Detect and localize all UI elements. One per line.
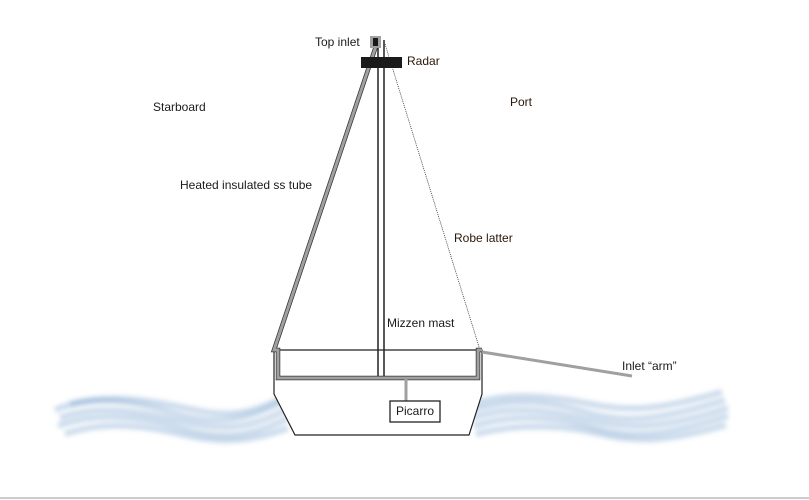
robe-latter-label: Robe latter xyxy=(454,231,513,245)
water-right xyxy=(471,389,729,443)
picarro-box xyxy=(389,400,441,423)
mizzen-mast-label: Mizzen mast xyxy=(387,316,455,330)
water-left xyxy=(53,392,290,444)
inlet-arm-label: Inlet “arm” xyxy=(622,359,677,373)
picarro-label: Picarro xyxy=(396,404,435,418)
starboard-label: Starboard xyxy=(153,100,206,114)
port-label: Port xyxy=(510,95,533,109)
top-inlet-inner xyxy=(373,38,378,46)
robe-latter-line xyxy=(384,43,481,351)
heated-tube xyxy=(271,45,482,380)
radar-label: Radar xyxy=(407,54,440,68)
tube-label: Heated insulated ss tube xyxy=(180,178,313,192)
inlet-arm xyxy=(481,350,633,378)
top-inlet-label: Top inlet xyxy=(315,35,360,49)
radar-icon xyxy=(361,57,402,68)
